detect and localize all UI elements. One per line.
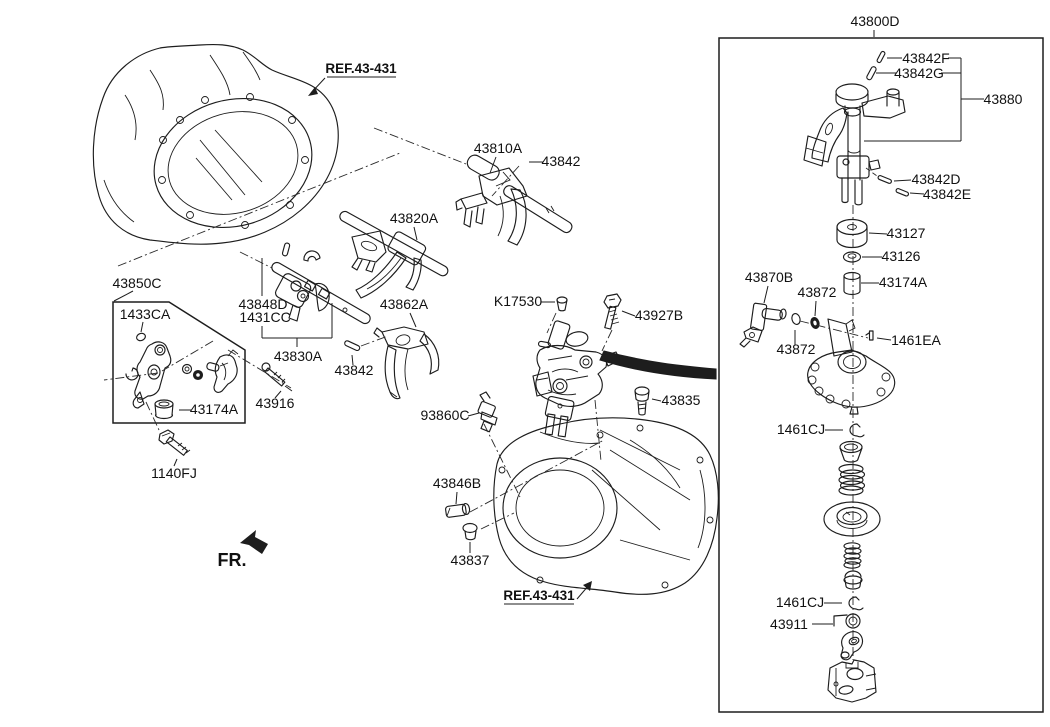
label-43174A-right[interactable]: 43174A	[879, 274, 928, 290]
screw-43916	[261, 362, 293, 392]
control-cover-plate	[807, 318, 896, 415]
label-43842F[interactable]: 43842F	[902, 50, 949, 66]
label-1431CC[interactable]: 1431CC	[239, 309, 290, 325]
bolt-1140FJ	[158, 429, 191, 456]
label-43830A[interactable]: 43830A	[274, 348, 323, 364]
label-43862A[interactable]: 43862A	[380, 296, 429, 312]
label-43842-mid[interactable]: 43842	[335, 362, 374, 378]
label-1140FJ[interactable]: 1140FJ	[151, 465, 197, 481]
return-spring-43911	[833, 613, 861, 629]
label-1461CJ-upper[interactable]: 1461CJ	[777, 421, 825, 437]
label-43835[interactable]: 43835	[662, 392, 701, 408]
ref-label-top[interactable]: REF.43-431	[325, 61, 397, 76]
select-lever-43880	[803, 83, 906, 206]
alignment-lines	[103, 127, 878, 660]
label-43842D[interactable]: 43842D	[911, 171, 960, 187]
detail-box-title[interactable]: 43800D	[850, 13, 899, 29]
damper-43127	[836, 218, 868, 249]
bottom-bracket	[827, 659, 877, 703]
label-43848D[interactable]: 43848D	[238, 296, 287, 312]
pin-43842-mid	[344, 340, 361, 352]
callout-labels: REF.43-431 43810A 43842 43820A 43862A 43…	[112, 13, 1022, 632]
label-43916[interactable]: 43916	[256, 395, 295, 411]
spring-retainer-seat	[823, 501, 881, 537]
large-spring	[838, 463, 866, 496]
transaxle-case-drawing	[493, 417, 719, 595]
label-43126[interactable]: 43126	[882, 248, 921, 264]
small-spring	[843, 542, 862, 569]
spring-seat-cup	[839, 440, 863, 463]
pin-1461EA	[865, 330, 874, 341]
label-43820A[interactable]: 43820A	[390, 210, 439, 226]
label-1433CA[interactable]: 1433CA	[120, 306, 171, 322]
stopper-lever	[840, 631, 864, 661]
label-43870B[interactable]: 43870B	[745, 269, 793, 285]
ref-label-bottom[interactable]: REF.43-431	[503, 588, 575, 603]
shift-rail-fork-43810A	[455, 154, 573, 246]
label-43174A-left[interactable]: 43174A	[190, 401, 239, 417]
label-43837[interactable]: 43837	[451, 552, 490, 568]
shift-fork-43862A	[373, 326, 440, 400]
label-1461EA[interactable]: 1461EA	[891, 332, 941, 348]
label-43872-top[interactable]: 43872	[798, 284, 837, 300]
leader-lines	[113, 30, 984, 625]
sensor-43870B	[739, 302, 787, 348]
label-43127[interactable]: 43127	[887, 225, 926, 241]
clutch-housing-drawing	[92, 43, 339, 245]
snap-ring-1461CJ-lower	[848, 596, 864, 611]
plug-43837	[462, 522, 478, 541]
rings-43872	[791, 313, 820, 329]
snap-ring-1461CJ-upper	[849, 423, 865, 438]
detail-box-43850C	[112, 301, 246, 424]
label-43846B[interactable]: 43846B	[433, 475, 481, 491]
bush-43174A-right	[843, 271, 861, 296]
label-93860C[interactable]: 93860C	[420, 407, 469, 423]
label-43842G[interactable]: 43842G	[894, 65, 944, 81]
label-1461CJ-lower[interactable]: 1461CJ	[776, 594, 824, 610]
bolt-43835	[634, 386, 650, 416]
label-43842-top[interactable]: 43842	[542, 153, 581, 169]
fr-direction-arrow	[240, 530, 268, 554]
fr-label: FR.	[218, 550, 247, 570]
plug-K17530	[556, 296, 568, 312]
label-43842E[interactable]: 43842E	[923, 186, 971, 202]
label-43927B[interactable]: 43927B	[635, 307, 683, 323]
label-43880[interactable]: 43880	[984, 91, 1023, 107]
label-43872-bottom[interactable]: 43872	[777, 341, 816, 357]
pins-43842FGDE	[866, 50, 910, 197]
detail-box-frame	[718, 37, 1044, 713]
label-43850C[interactable]: 43850C	[112, 275, 161, 291]
shift-rail-fork-43820A	[339, 210, 449, 299]
shift-control-assembly	[532, 320, 717, 438]
cylinder-43846B	[445, 502, 471, 518]
shift-rail-43830A	[271, 242, 371, 325]
label-K17530[interactable]: K17530	[494, 293, 542, 309]
bolt-43927B	[603, 293, 622, 330]
label-43810A[interactable]: 43810A	[474, 140, 523, 156]
ring-43126	[842, 251, 862, 263]
label-43911[interactable]: 43911	[770, 616, 808, 632]
detail-callout-swoosh	[599, 350, 717, 380]
switch-93860C	[477, 391, 498, 433]
